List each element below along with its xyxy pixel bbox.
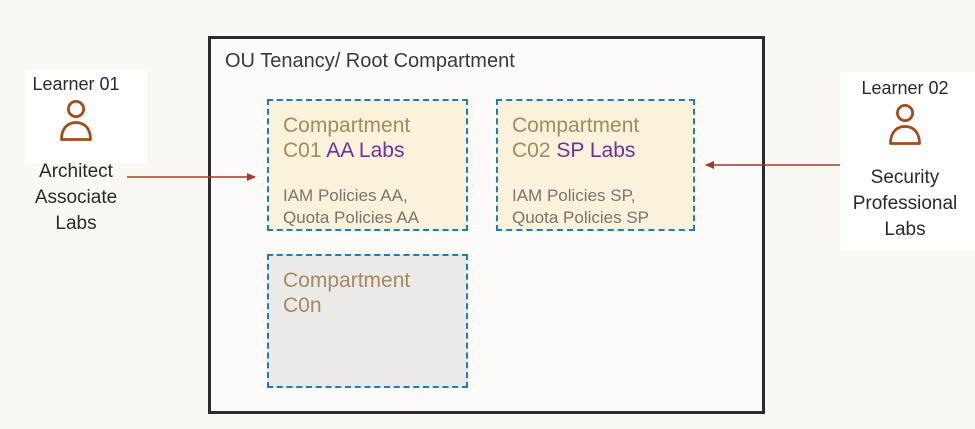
compartment-c01-policies: IAM Policies AA, Quota Policies AA xyxy=(283,185,419,229)
person-icon xyxy=(60,100,92,141)
compartment-c01-policy-line1: IAM Policies AA, xyxy=(283,186,408,205)
compartment-c02-title-suffix: SP Labs xyxy=(556,139,636,162)
compartment-c0n-title-line1: Compartment xyxy=(283,269,411,292)
compartment-c01-title-line1: Compartment xyxy=(283,114,411,137)
learner2-block: Learner 02 Security Professional Labs xyxy=(849,76,961,243)
learner2-role: Security Professional Labs xyxy=(852,167,958,240)
person-icon xyxy=(889,104,921,145)
compartment-c02-title: Compartment C02 SP Labs xyxy=(512,113,639,163)
learner1-block: Learner 01 Architect Associate Labs xyxy=(20,72,132,237)
compartment-c01-box: Compartment C01 AA Labs IAM Policies AA,… xyxy=(267,99,468,231)
learner2-card xyxy=(840,72,975,250)
tenancy-title: OU Tenancy/ Root Compartment xyxy=(225,50,515,72)
compartment-c02-title-line2: C02 xyxy=(512,139,551,162)
compartment-c02-policies: IAM Policies SP, Quota Policies SP xyxy=(512,185,649,229)
compartment-c01-title: Compartment C01 AA Labs xyxy=(283,113,410,163)
compartment-c0n-title-line2: C0n xyxy=(283,294,322,317)
compartment-c02-box: Compartment C02 SP Labs IAM Policies SP,… xyxy=(496,99,695,231)
learner1-role: Architect Associate Labs xyxy=(34,161,118,234)
compartment-c01-title-line2: C01 xyxy=(283,139,322,162)
compartment-c02-policy-line2: Quota Policies SP xyxy=(512,208,650,227)
compartment-c0n-title: Compartment C0n xyxy=(283,268,410,318)
learner1-card xyxy=(25,70,147,163)
compartment-c02-title-line1: Compartment xyxy=(512,114,640,137)
learner1-name: Learner 01 xyxy=(32,74,120,94)
compartment-c01-policy-line2: Quota Policies AA xyxy=(283,208,420,227)
compartment-c0n-box: Compartment C0n xyxy=(267,254,468,388)
learner2-name: Learner 02 xyxy=(861,78,949,98)
compartment-c02-policy-line1: IAM Policies SP, xyxy=(512,186,636,205)
compartment-c01-title-suffix: AA Labs xyxy=(326,139,405,162)
